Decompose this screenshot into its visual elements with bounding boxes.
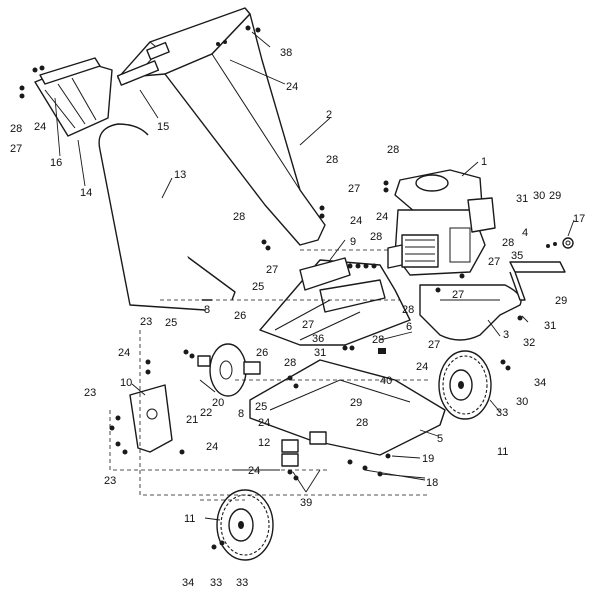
callout-5: 5 — [437, 433, 443, 445]
callout-25c: 25 — [255, 401, 267, 413]
callout-17: 17 — [573, 213, 585, 225]
callout-34a: 34 — [534, 377, 546, 389]
callout-31b: 31 — [544, 320, 556, 332]
callout-6: 6 — [406, 321, 412, 333]
callout-29b: 29 — [555, 295, 567, 307]
callout-29c: 29 — [350, 397, 362, 409]
callout-29a: 29 — [549, 190, 561, 202]
callout-11b: 11 — [184, 513, 195, 525]
callout-14: 14 — [80, 187, 92, 199]
callout-15: 15 — [157, 121, 169, 133]
callout-28f: 28 — [502, 237, 514, 249]
callout-27e: 27 — [452, 289, 464, 301]
callout-28b: 28 — [326, 154, 338, 166]
callout-24h: 24 — [416, 361, 428, 373]
callout-11a: 11 — [497, 446, 508, 458]
callout-26b: 26 — [256, 347, 268, 359]
callout-24a: 24 — [34, 121, 46, 133]
callout-28a: 28 — [10, 123, 22, 135]
callout-27a: 27 — [10, 143, 22, 155]
callout-12: 12 — [258, 437, 270, 449]
callout-33c: 33 — [236, 577, 248, 589]
callout-22: 22 — [200, 407, 212, 419]
leader-lines — [54, 31, 575, 521]
callout-8b: 8 — [238, 408, 244, 420]
callout-36: 36 — [312, 333, 324, 345]
callout-32: 32 — [523, 337, 535, 349]
callout-35: 35 — [511, 250, 523, 262]
callout-24i: 24 — [248, 465, 260, 477]
pulley-bracket — [509, 237, 574, 301]
callout-24e: 24 — [118, 347, 130, 359]
callouts: 1 2 3 4 5 6 8 8 9 10 11 11 12 13 14 15 1… — [10, 47, 585, 589]
skid-feet — [281, 431, 327, 467]
callout-24d: 24 — [376, 211, 388, 223]
callout-25b: 25 — [165, 317, 177, 329]
callout-23b: 23 — [84, 387, 96, 399]
callout-27f: 27 — [302, 319, 314, 331]
callout-1: 1 — [481, 156, 487, 168]
callout-28h: 28 — [372, 334, 384, 346]
callout-27g: 27 — [428, 339, 440, 351]
callout-20: 20 — [212, 397, 224, 409]
callout-21: 21 — [186, 414, 198, 426]
callout-31c: 31 — [314, 347, 326, 359]
callout-25a: 25 — [252, 281, 264, 293]
fasteners — [19, 25, 557, 550]
callout-27b: 27 — [348, 183, 360, 195]
callout-24c: 24 — [350, 215, 362, 227]
callout-39: 39 — [300, 497, 312, 509]
callout-27c: 27 — [266, 264, 278, 276]
callout-28c: 28 — [387, 144, 399, 156]
wheel-right — [438, 350, 492, 420]
callout-33b: 33 — [210, 577, 222, 589]
callout-27d: 27 — [488, 256, 500, 268]
callout-30b: 30 — [516, 396, 528, 408]
callout-3: 3 — [503, 329, 509, 341]
callout-24f: 24 — [206, 441, 218, 453]
callout-40: 40 — [380, 375, 392, 387]
handle-bar — [98, 123, 236, 311]
deflector-plate — [34, 57, 113, 137]
callout-13: 13 — [174, 169, 186, 181]
side-plate — [129, 384, 173, 453]
frame-assembly — [249, 257, 446, 456]
callout-28e: 28 — [370, 231, 382, 243]
wheel-left — [216, 489, 274, 561]
engine — [387, 169, 496, 276]
callout-28j: 28 — [356, 417, 368, 429]
callout-23a: 23 — [140, 316, 152, 328]
callout-10: 10 — [120, 377, 132, 389]
callout-2: 2 — [326, 109, 332, 121]
callout-19: 19 — [422, 453, 434, 465]
callout-30a: 30 — [533, 190, 545, 202]
callout-9: 9 — [350, 236, 356, 248]
rotor — [197, 343, 261, 397]
callout-16: 16 — [50, 157, 62, 169]
callout-24g: 24 — [258, 417, 270, 429]
callout-24b: 24 — [286, 81, 298, 93]
hopper-chute — [116, 7, 326, 246]
callout-33a: 33 — [496, 407, 508, 419]
callout-8a: 8 — [204, 304, 210, 316]
callout-28d: 28 — [233, 211, 245, 223]
callout-34b: 34 — [182, 577, 194, 589]
callout-28i: 28 — [284, 357, 296, 369]
callout-38: 38 — [280, 47, 292, 59]
callout-18: 18 — [426, 477, 438, 489]
callout-23c: 23 — [104, 475, 116, 487]
callout-31a: 31 — [516, 193, 528, 205]
belt-guard — [419, 284, 522, 341]
callout-26a: 26 — [234, 310, 246, 322]
callout-4: 4 — [522, 227, 528, 239]
callout-28g: 28 — [402, 304, 414, 316]
